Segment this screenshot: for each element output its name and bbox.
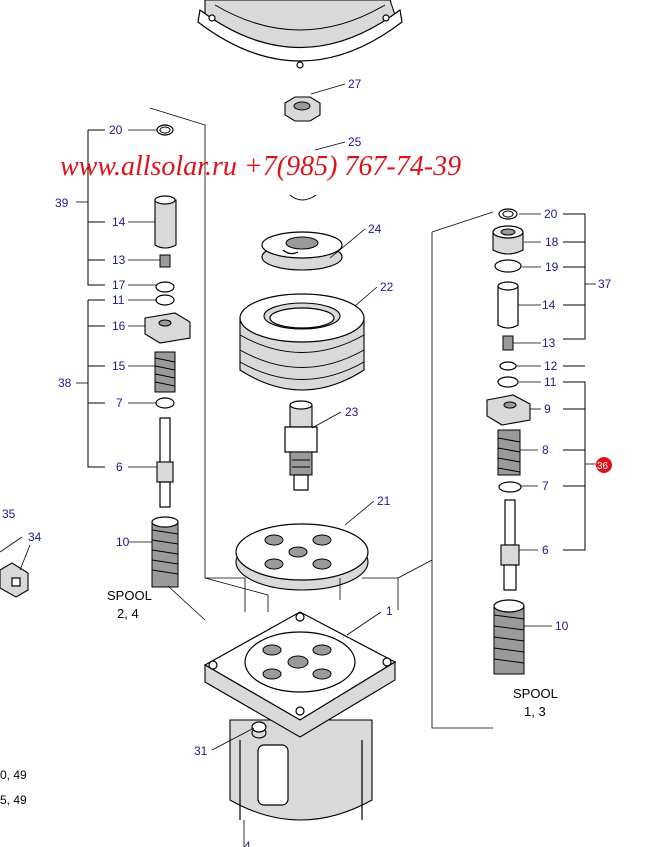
callout-34: 34: [28, 530, 42, 544]
callout-right-19: 19: [545, 260, 559, 274]
callout-right-18: 18: [545, 235, 559, 249]
spool-label-2-4: SPOOL: [107, 588, 152, 603]
callout-22: 22: [380, 280, 394, 294]
callout-left-16: 16: [112, 319, 126, 333]
cup-22: [239, 293, 365, 391]
spool-number-1-3: 1, 3: [524, 704, 546, 719]
badge-36: [596, 457, 612, 473]
callout-23: 23: [345, 405, 359, 419]
callout-left-13: 13: [112, 253, 126, 267]
right-brackets: [513, 213, 596, 627]
callout-39: 39: [55, 196, 69, 210]
rod-23: [284, 400, 318, 491]
body-1: [203, 611, 397, 821]
ref-text-a: 0, 49: [0, 768, 27, 782]
callout-left-11: 11: [112, 293, 125, 307]
disc-24: [261, 231, 343, 271]
ref-text-b: 5, 49: [0, 793, 27, 807]
guide-lines: [149, 83, 494, 847]
callout-1: 1: [386, 604, 393, 618]
plate-21: [235, 523, 369, 591]
spool-label-1-3: SPOOL: [513, 686, 558, 701]
callout-4: 4: [244, 839, 251, 847]
right-parts: [486, 208, 531, 675]
spool-number-2-4: 2, 4: [117, 606, 139, 621]
nut-27: [284, 96, 321, 122]
callout-21: 21: [377, 494, 391, 508]
callout-37: 37: [598, 277, 612, 291]
callout-right-6: 6: [542, 543, 549, 557]
callout-left-6: 6: [116, 460, 123, 474]
callout-right-11: 11: [544, 375, 557, 389]
connector-34: [0, 536, 31, 598]
callout-left-17: 17: [112, 278, 126, 292]
watermark-text: www.allsolar.ru +7(985) 767-74-39: [60, 151, 461, 182]
callout-35: 35: [2, 507, 16, 521]
callout-38: 38: [58, 376, 72, 390]
callout-right-7: 7: [542, 479, 549, 493]
callout-36: 36: [597, 461, 609, 472]
callout-31: 31: [194, 744, 208, 758]
left-parts: [144, 124, 191, 588]
callout-right-8: 8: [542, 443, 549, 457]
callout-right-13: 13: [542, 336, 556, 350]
callout-right-20: 20: [544, 207, 558, 221]
top-boot: [197, 0, 403, 69]
part-25: [289, 194, 317, 201]
callout-left-20: 20: [109, 123, 123, 137]
callout-right-14: 14: [542, 298, 556, 312]
callout-right-9: 9: [544, 402, 551, 416]
callout-27: 27: [348, 77, 362, 91]
callout-left-10: 10: [116, 535, 130, 549]
callout-left-7: 7: [116, 396, 123, 410]
callout-left-15: 15: [112, 359, 126, 373]
callout-right-12: 12: [544, 359, 558, 373]
callout-25: 25: [348, 135, 362, 149]
callout-24: 24: [368, 222, 382, 236]
left-brackets: [76, 129, 160, 543]
callout-right-10: 10: [555, 619, 569, 633]
callout-left-14: 14: [112, 215, 126, 229]
